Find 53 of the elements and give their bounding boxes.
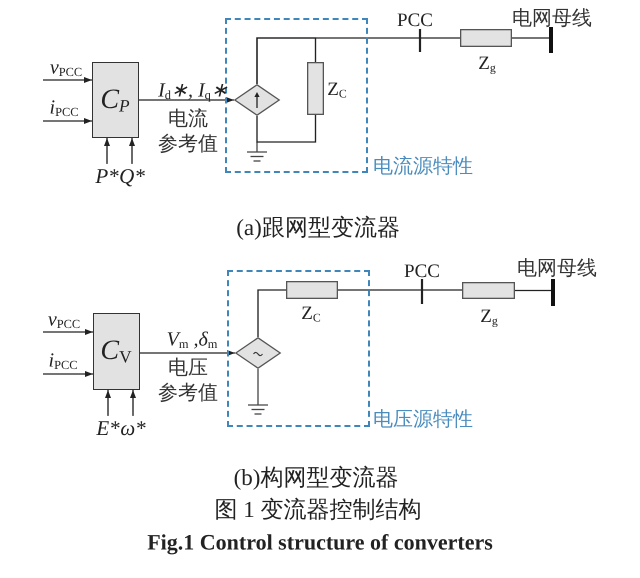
- arrow: [140, 350, 235, 356]
- bus-label: 电网母线: [517, 256, 597, 282]
- impedance-label: Z$_{C}$: [301, 303, 321, 325]
- controller-block: [93, 313, 140, 390]
- resistor-symbol: [462, 282, 515, 299]
- impedance-label: Z$_{g}$: [478, 53, 496, 75]
- wire: [256, 115, 316, 143]
- impedance-label: Z$_{C}$: [327, 79, 347, 101]
- impedance-label: Z$_{g}$: [480, 306, 498, 328]
- resistor-symbol: [307, 62, 324, 115]
- arrow: [129, 138, 135, 164]
- wire: [338, 289, 462, 291]
- controller-block: [92, 62, 139, 138]
- arrow: [105, 390, 111, 416]
- arrow: [104, 138, 110, 164]
- setpoint-label: P*: [95, 164, 119, 188]
- subfigure-caption: (b)构网型变流器: [234, 464, 398, 492]
- setpoint-label: E*: [96, 416, 120, 440]
- bus-label: 电网母线: [512, 6, 592, 32]
- pcc-label: PCC: [397, 10, 433, 32]
- arrow: [43, 371, 93, 377]
- edge-label: i$_{PCC}$: [48, 350, 78, 372]
- edge-label: V$_{m}$ ,δ$_{m}$: [166, 328, 218, 352]
- pcc-label: PCC: [404, 261, 440, 283]
- group-label: 电压源特性: [373, 408, 473, 432]
- figure-caption-english: Fig.1 Control structure of converters: [147, 529, 493, 555]
- wire: [257, 289, 286, 337]
- arrow: [43, 329, 93, 335]
- block-label: C$_{V}$: [100, 334, 132, 368]
- resistor-symbol: [460, 29, 512, 47]
- arrow: [139, 97, 234, 103]
- group-label: 电流源特性: [373, 156, 473, 178]
- edge-label: v$_{PCC}$: [50, 56, 82, 80]
- subfigure-caption: (a)跟网型变流器: [236, 214, 400, 242]
- arrow: [43, 77, 92, 83]
- edge-label: i$_{PCC}$: [50, 96, 78, 120]
- block-label: C$_{P}$: [100, 83, 130, 116]
- setpoint-label: Q*: [119, 164, 145, 188]
- voltage-source-symbol: [235, 337, 281, 369]
- current-source-symbol: [234, 84, 280, 116]
- wire: [515, 290, 551, 292]
- arrow: [43, 118, 92, 124]
- bus-bar: [551, 279, 555, 306]
- setpoint-label: ω*: [120, 416, 146, 440]
- arrow: [130, 390, 136, 416]
- wire: [256, 37, 460, 84]
- edge-label: v$_{PCC}$: [48, 308, 80, 332]
- reference-label: 电压参考值: [158, 356, 218, 406]
- figure-caption: 图 1 变流器控制结构: [214, 496, 422, 524]
- reference-label: 电流参考值: [158, 107, 218, 157]
- wire: [512, 37, 549, 39]
- resistor-symbol: [286, 281, 338, 299]
- bus-bar: [549, 27, 553, 53]
